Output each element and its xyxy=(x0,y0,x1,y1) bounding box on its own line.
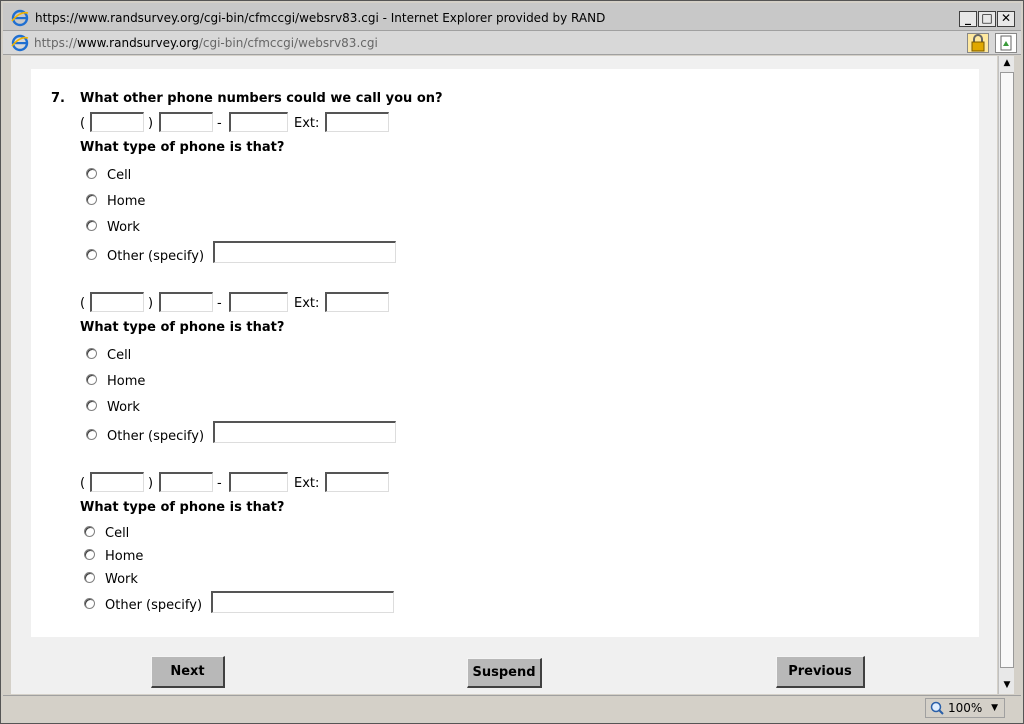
minimize-button[interactable]: _ xyxy=(959,11,977,27)
scroll-up-arrow-icon[interactable]: ▲ xyxy=(1003,58,1011,68)
page-report-button[interactable] xyxy=(995,33,1017,53)
option-label: Home xyxy=(107,194,146,209)
phone-type-question: What type of phone is that? xyxy=(80,500,285,515)
page-viewport: 7. What other phone numbers could we cal… xyxy=(11,56,997,694)
url-prefix: https:// xyxy=(34,36,78,50)
ie-logo-icon xyxy=(11,9,29,27)
suspend-button[interactable]: Suspend xyxy=(467,658,542,688)
zoom-level: 100% xyxy=(948,701,983,715)
close-button[interactable]: ✕ xyxy=(997,11,1015,27)
page-ie-icon xyxy=(11,34,29,52)
option-label: Home xyxy=(107,374,146,389)
area-code-input[interactable] xyxy=(90,292,144,312)
open-paren: ( xyxy=(80,476,86,491)
lock-icon xyxy=(971,34,985,52)
ext-label: Ext: xyxy=(294,296,320,311)
option-label: Cell xyxy=(107,348,132,363)
line-number-input[interactable] xyxy=(229,292,288,312)
line-number-input[interactable] xyxy=(229,112,288,132)
radio-button[interactable] xyxy=(86,168,97,179)
previous-button[interactable]: Previous xyxy=(776,656,865,688)
extension-input[interactable] xyxy=(325,472,389,492)
phone-type-question: What type of phone is that? xyxy=(80,140,285,155)
dash-label: - xyxy=(217,296,222,311)
other-specify-input[interactable] xyxy=(211,591,394,613)
zoom-control[interactable]: 100% ▼ xyxy=(925,698,1005,718)
status-bar: 100% ▼ xyxy=(3,695,1021,721)
page-report-icon xyxy=(1000,35,1012,51)
close-paren: ) xyxy=(148,296,154,311)
open-paren: ( xyxy=(80,116,86,131)
scrollbar-thumb[interactable] xyxy=(1000,72,1014,668)
line-number-input[interactable] xyxy=(229,472,288,492)
phone-type-question: What type of phone is that? xyxy=(80,320,285,335)
security-lock-button[interactable] xyxy=(967,33,989,53)
radio-button[interactable] xyxy=(84,598,95,609)
question-text: What other phone numbers could we call y… xyxy=(80,91,443,106)
option-label: Other (specify) xyxy=(107,249,205,264)
title-bar: https://www.randsurvey.org/cgi-bin/cfmcc… xyxy=(3,3,1021,31)
question-number: 7. xyxy=(51,91,65,106)
survey-form: 7. What other phone numbers could we cal… xyxy=(31,69,979,637)
option-label: Work xyxy=(107,220,140,235)
close-paren: ) xyxy=(148,116,154,131)
open-paren: ( xyxy=(80,296,86,311)
scroll-down-arrow-icon[interactable]: ▼ xyxy=(1003,680,1011,690)
address-bar: https://www.randsurvey.org/cgi-bin/cfmcc… xyxy=(3,31,1021,55)
radio-button[interactable] xyxy=(86,249,97,260)
prefix-input[interactable] xyxy=(159,112,213,132)
extension-input[interactable] xyxy=(325,292,389,312)
area-code-input[interactable] xyxy=(90,112,144,132)
option-label: Cell xyxy=(107,168,132,183)
extension-input[interactable] xyxy=(325,112,389,132)
radio-button[interactable] xyxy=(86,194,97,205)
option-label: Other (specify) xyxy=(107,429,205,444)
url-text[interactable]: https://www.randsurvey.org/cgi-bin/cfmcc… xyxy=(34,36,378,50)
radio-button[interactable] xyxy=(84,549,95,560)
url-path: /cgi-bin/cfmccgi/websrv83.cgi xyxy=(198,36,378,50)
prefix-input[interactable] xyxy=(159,292,213,312)
dash-label: - xyxy=(217,476,222,491)
option-label: Work xyxy=(105,572,138,587)
radio-button[interactable] xyxy=(86,374,97,385)
option-label: Home xyxy=(105,549,144,564)
next-button[interactable]: Next xyxy=(151,656,225,688)
radio-button[interactable] xyxy=(84,572,95,583)
area-code-input[interactable] xyxy=(90,472,144,492)
ext-label: Ext: xyxy=(294,476,320,491)
zoom-dropdown-icon[interactable]: ▼ xyxy=(991,703,998,713)
prefix-input[interactable] xyxy=(159,472,213,492)
window-title: https://www.randsurvey.org/cgi-bin/cfmcc… xyxy=(35,11,606,25)
option-label: Other (specify) xyxy=(105,598,203,613)
radio-button[interactable] xyxy=(86,429,97,440)
other-specify-input[interactable] xyxy=(213,241,396,263)
vertical-scrollbar[interactable]: ▲ ▼ xyxy=(998,56,1014,694)
option-label: Cell xyxy=(105,526,130,541)
radio-button[interactable] xyxy=(86,400,97,411)
close-paren: ) xyxy=(148,476,154,491)
magnifier-icon xyxy=(930,701,944,715)
radio-button[interactable] xyxy=(86,348,97,359)
option-label: Work xyxy=(107,400,140,415)
radio-button[interactable] xyxy=(86,220,97,231)
ext-label: Ext: xyxy=(294,116,320,131)
other-specify-input[interactable] xyxy=(213,421,396,443)
maximize-button[interactable]: □ xyxy=(978,11,996,27)
url-host: www.randsurvey.org xyxy=(77,36,199,50)
radio-button[interactable] xyxy=(84,526,95,537)
dash-label: - xyxy=(217,116,222,131)
